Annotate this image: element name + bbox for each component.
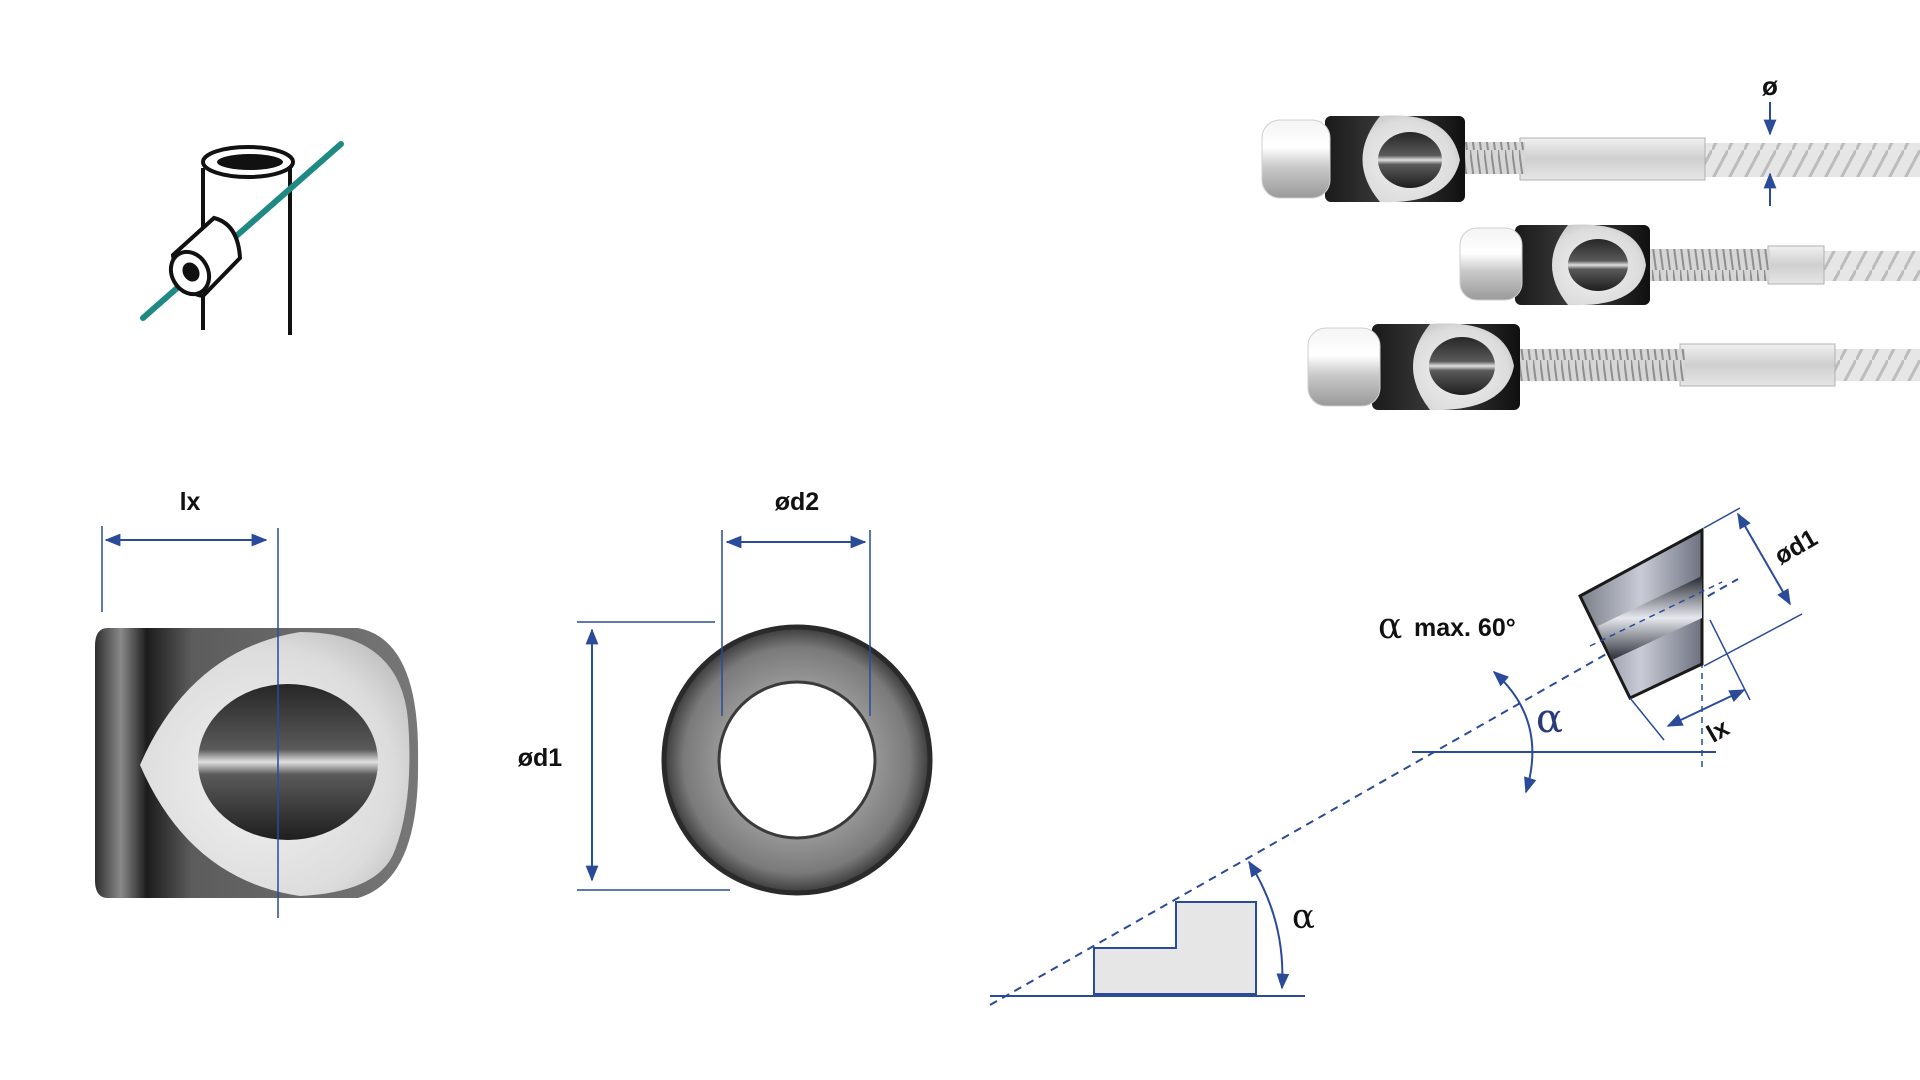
fitting-bore: [1568, 239, 1628, 291]
d1-label: ød1: [518, 744, 563, 772]
wire-rope: [1820, 251, 1920, 281]
swage-sleeve: [1519, 137, 1706, 181]
alpha-arc-small: [1248, 860, 1290, 990]
d2-label: ød2: [775, 488, 819, 516]
lx-angled-dimension-arrow: [1666, 689, 1746, 727]
post-top-opening-icon: [217, 154, 283, 170]
d1-angled-dimension-arrow: [1737, 512, 1791, 606]
lx-label: lx: [180, 488, 201, 516]
fitting-bore: [1429, 337, 1495, 395]
body-bore: [198, 684, 378, 840]
fitting-hole-icon: [182, 262, 200, 282]
ring-photo: ød2 ød1: [518, 488, 933, 896]
cable-assembly-1: [1261, 115, 1920, 203]
lx-angled-label: lx: [1702, 714, 1734, 749]
swage-sleeve: [1767, 245, 1825, 285]
cable-assembly-3: [1307, 323, 1920, 411]
swage-sleeve: [1679, 343, 1836, 387]
ring-inner-hole: [717, 680, 877, 840]
ring-outer-edge: [661, 624, 933, 896]
thread-section: [1640, 249, 1770, 281]
end-cap: [1261, 119, 1331, 199]
end-cap: [1459, 227, 1523, 301]
lx-angled-extension-left: [1629, 697, 1665, 741]
alpha-large-label: α: [1536, 696, 1563, 742]
fitting-bore: [1378, 132, 1442, 188]
wire-rope: [1700, 143, 1920, 177]
cable-diameter-dimension: ø: [1762, 71, 1778, 206]
cable-line-icon: [140, 141, 344, 321]
alpha-max-text: max. 60°: [1414, 614, 1516, 642]
fitting-axis-line: [1589, 581, 1723, 647]
wire-rope: [1830, 349, 1920, 381]
alpha-arc-large: [1492, 670, 1537, 794]
angle-diagram: α α α max. 60° ød1 lx: [989, 507, 1823, 1006]
fitting-body-photo: lx: [95, 488, 419, 918]
d1-angled-extension-top: [1703, 507, 1741, 529]
end-cap: [1307, 327, 1381, 407]
post-fitting-pictogram: [140, 141, 344, 335]
d1-angled-extension-bottom: [1703, 613, 1803, 667]
thread-section: [1455, 142, 1525, 174]
cable-assemblies-photo: ø: [1261, 71, 1920, 411]
angled-fitting-bore: [1598, 576, 1702, 660]
angled-fitting: [1578, 527, 1723, 700]
thread-section: [1510, 349, 1685, 381]
lx-angled-extension-right: [1709, 619, 1751, 701]
diameter-label: ø: [1762, 71, 1778, 101]
stepped-block: [1093, 901, 1257, 995]
cable-assembly-2: [1459, 224, 1920, 306]
alpha-max-symbol: α: [1378, 606, 1402, 647]
d1-angled-label: ød1: [1770, 524, 1823, 571]
alpha-small-label: α: [1292, 897, 1315, 937]
